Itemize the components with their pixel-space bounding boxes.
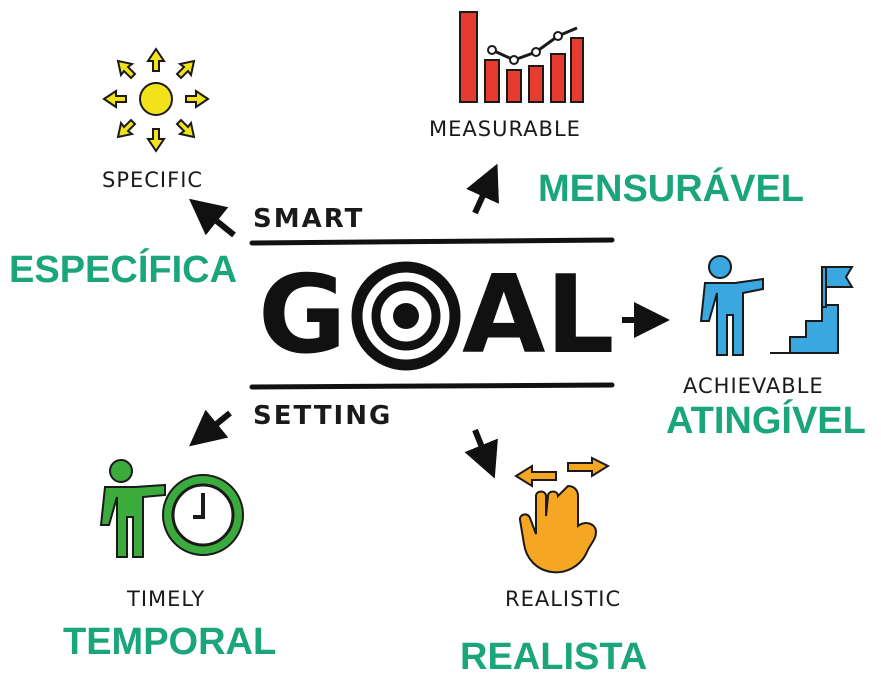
arrow-to-timely (189, 409, 232, 447)
arrow-to-realistic (464, 428, 498, 479)
arrow-to-specific (188, 198, 236, 238)
achievable-translation: ATINGÍVEL (666, 400, 866, 442)
sun-with-inward-arrows-icon (102, 47, 210, 153)
smart-heading: SMART (253, 204, 365, 234)
person-pointing-to-stairs-and-flag-icon (699, 255, 854, 356)
achievable-label: ACHIEVABLE (683, 374, 824, 398)
timely-label: TIMELY (127, 587, 206, 611)
realistic-label: REALISTIC (505, 587, 622, 611)
target-bullseye-icon (351, 261, 461, 371)
bar-chart-with-trend-line-icon (459, 11, 584, 103)
specific-translation: ESPECÍFICA (9, 249, 238, 291)
measurable-translation: MENSURÁVEL (538, 168, 805, 210)
setting-heading: SETTING (253, 401, 393, 431)
arrow-to-measurable (466, 163, 499, 215)
person-pointing-to-clock-icon (99, 459, 244, 558)
measurable-label: MEASURABLE (429, 117, 581, 141)
hand-with-left-right-arrows-icon (514, 456, 611, 574)
realistic-translation: REALISTA (460, 636, 648, 674)
goal-letters-al: AL (462, 253, 615, 378)
goal-letter-g: G (258, 253, 347, 378)
timely-translation: TEMPORAL (63, 621, 277, 663)
specific-label: SPECIFIC (102, 168, 204, 192)
